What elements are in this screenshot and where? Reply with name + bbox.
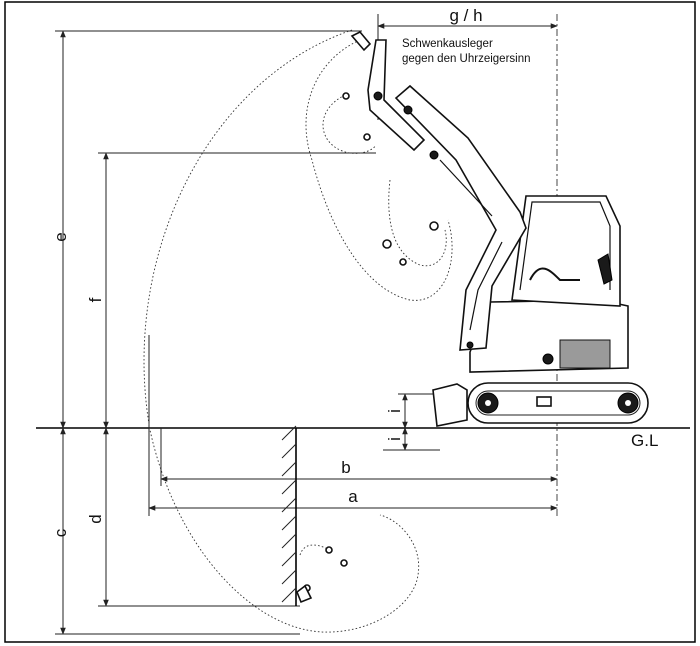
label-e: e (51, 232, 70, 241)
dimension-c: c (51, 427, 70, 635)
label-b: b (341, 458, 350, 477)
label-gh: g / h (449, 6, 482, 25)
label-i-upper: i (385, 409, 404, 413)
digging-wall (281, 425, 297, 606)
dozer-blade (432, 383, 468, 427)
label-i-lower: i (385, 437, 404, 441)
diagram-frame (4, 1, 696, 643)
dimension-a: a (148, 487, 558, 511)
dimension-d: d (86, 427, 109, 607)
arm (367, 39, 426, 152)
operator-cab (511, 195, 621, 307)
dimension-i-upper: i (385, 393, 408, 429)
label-f: f (86, 297, 105, 302)
label-d: d (86, 514, 105, 523)
track (467, 382, 649, 424)
dimension-f: f (86, 152, 109, 429)
bucket-positions (296, 31, 439, 604)
excavator (367, 39, 649, 427)
label-a: a (348, 487, 358, 506)
digging-envelope (143, 29, 453, 633)
dimension-b: b (160, 458, 558, 482)
dimension-gh: g / h (377, 6, 558, 29)
note-line-2: gegen den Uhrzeigersinn (402, 53, 531, 65)
label-c: c (51, 528, 70, 537)
ground-line-label: G.L (631, 431, 658, 450)
dimension-e: e (51, 30, 70, 429)
dimension-i-lower: i (385, 427, 408, 451)
boom (394, 84, 527, 351)
note-line-1: Schwenkausleger (402, 38, 493, 50)
